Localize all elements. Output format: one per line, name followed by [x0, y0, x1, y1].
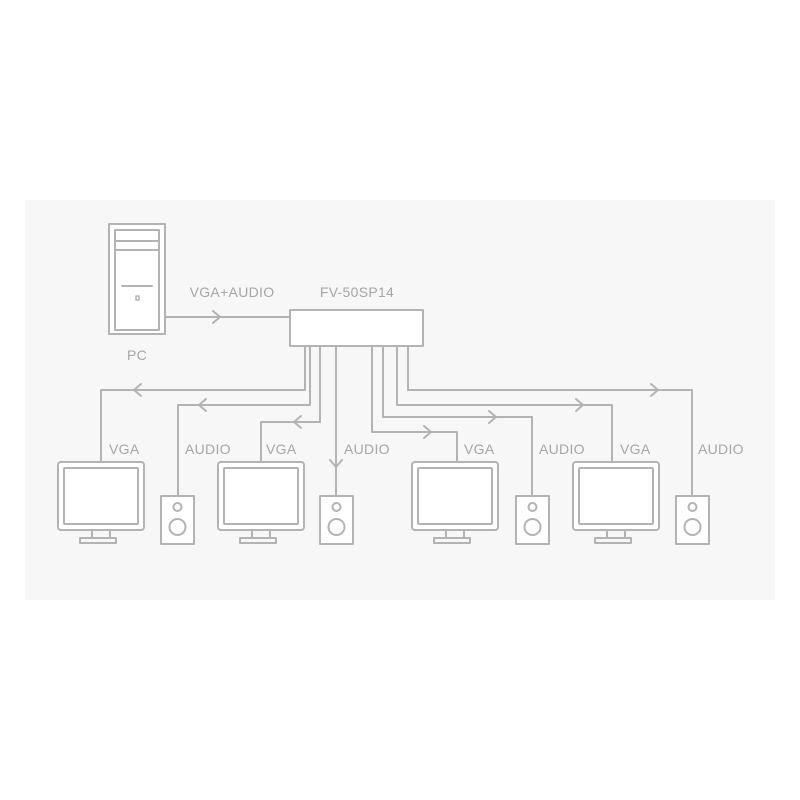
- pc-tower-icon: [108, 223, 166, 335]
- vga-label-4: VGA: [620, 441, 651, 457]
- splitter-label: FV-50SP14: [320, 284, 394, 300]
- cable-audio-4: [407, 345, 693, 497]
- audio-label-4: AUDIO: [698, 441, 744, 457]
- cable-audio-3: [382, 345, 533, 497]
- vga-label-3: VGA: [464, 441, 495, 457]
- vga-label-2: VGA: [266, 441, 297, 457]
- cable-vga-3: [371, 345, 458, 463]
- cable-vga-2: [260, 345, 321, 463]
- splitter-box: [289, 309, 424, 347]
- speaker-icon: [160, 495, 195, 545]
- cable-audio-2: [329, 345, 343, 497]
- cable-vga-4: [396, 345, 613, 463]
- speaker-icon: [319, 495, 354, 545]
- cable-vga-1: [100, 345, 306, 463]
- monitor-icon: [572, 461, 660, 544]
- speaker-icon: [675, 495, 710, 545]
- audio-label-2: AUDIO: [344, 441, 390, 457]
- audio-label-3: AUDIO: [539, 441, 585, 457]
- monitor-icon: [217, 461, 305, 544]
- pc-label: PC: [127, 347, 147, 363]
- speaker-icon: [515, 495, 550, 545]
- input-label: VGA+AUDIO: [190, 284, 275, 300]
- monitor-icon: [57, 461, 145, 544]
- vga-label-1: VGA: [109, 441, 140, 457]
- cable-audio-1: [177, 345, 311, 497]
- monitor-icon: [411, 461, 499, 544]
- audio-label-1: AUDIO: [185, 441, 231, 457]
- input-cable: [164, 310, 291, 324]
